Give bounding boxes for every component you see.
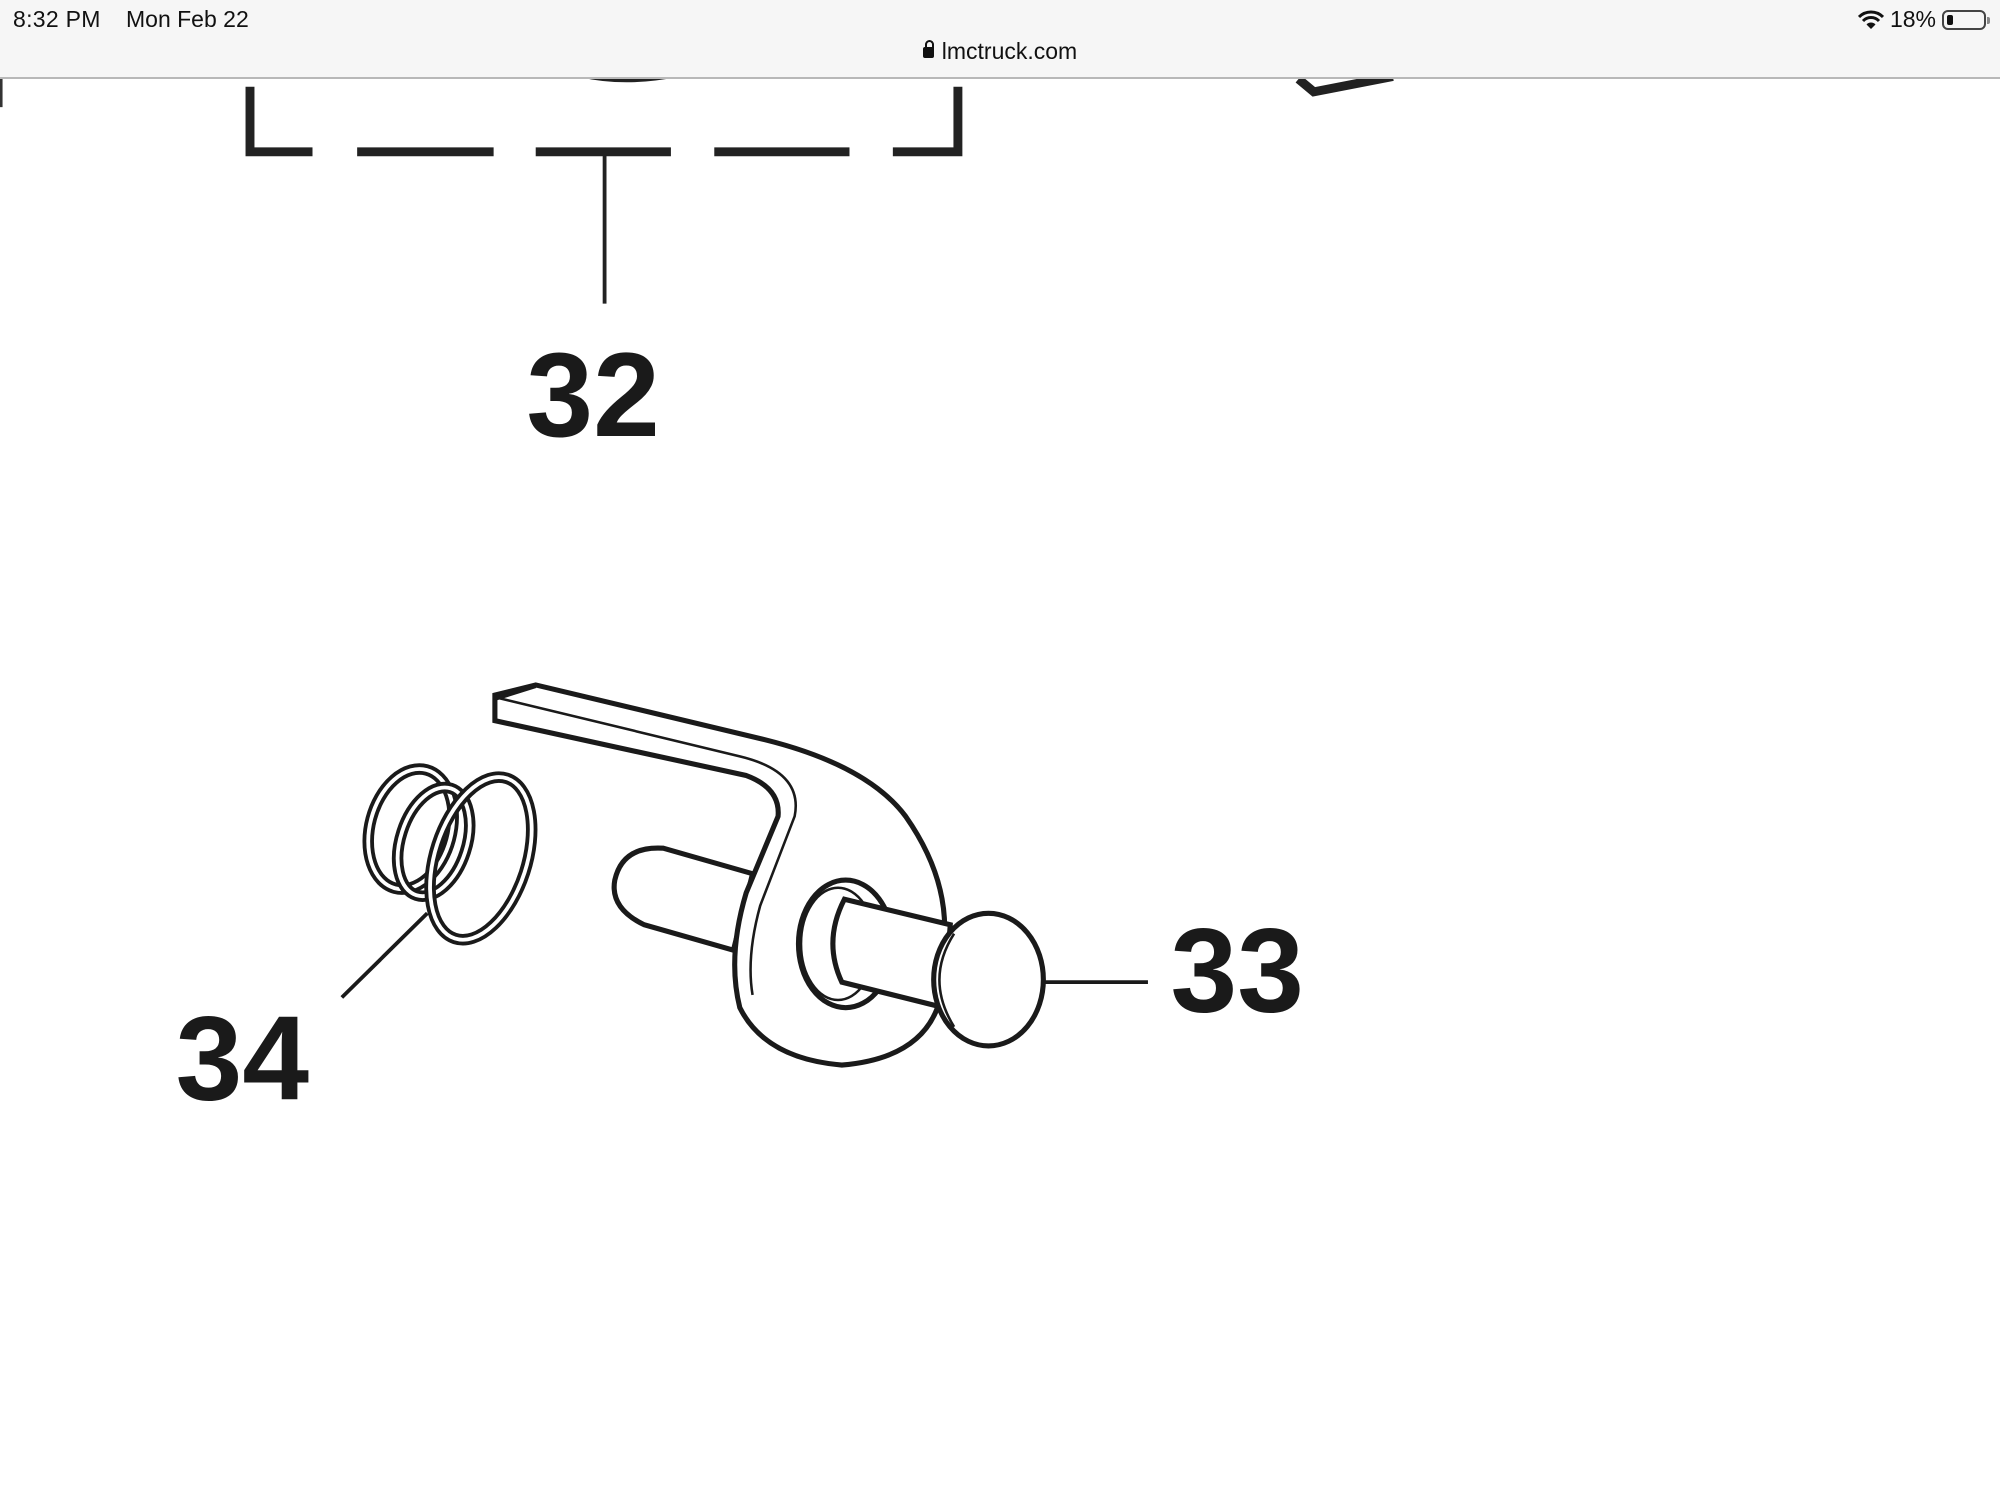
callout-32: 32 bbox=[526, 328, 659, 462]
lever-pin-part bbox=[492, 682, 1046, 1068]
url-domain: lmctruck.com bbox=[941, 38, 1078, 64]
battery-icon bbox=[1942, 9, 1990, 30]
status-date: Mon Feb 22 bbox=[126, 6, 249, 32]
lock-icon bbox=[922, 40, 934, 58]
wifi-icon bbox=[1857, 10, 1884, 29]
address-bar[interactable]: lmctruck.com bbox=[0, 38, 2000, 65]
safari-top-bar: 8:32 PM Mon Feb 22 18% lmctruck.com bbox=[0, 0, 2000, 79]
status-time: 8:32 PM bbox=[13, 6, 101, 32]
assembly-bracket-32 bbox=[245, 86, 963, 304]
battery-percent: 18% bbox=[1889, 6, 1936, 32]
partial-part-right bbox=[1295, 72, 1394, 97]
callout-33: 33 bbox=[1171, 903, 1304, 1037]
leader-34 bbox=[340, 911, 429, 999]
callout-34: 34 bbox=[176, 991, 310, 1125]
status-indicators: 18% bbox=[1857, 6, 1990, 33]
spring-part bbox=[362, 763, 538, 946]
